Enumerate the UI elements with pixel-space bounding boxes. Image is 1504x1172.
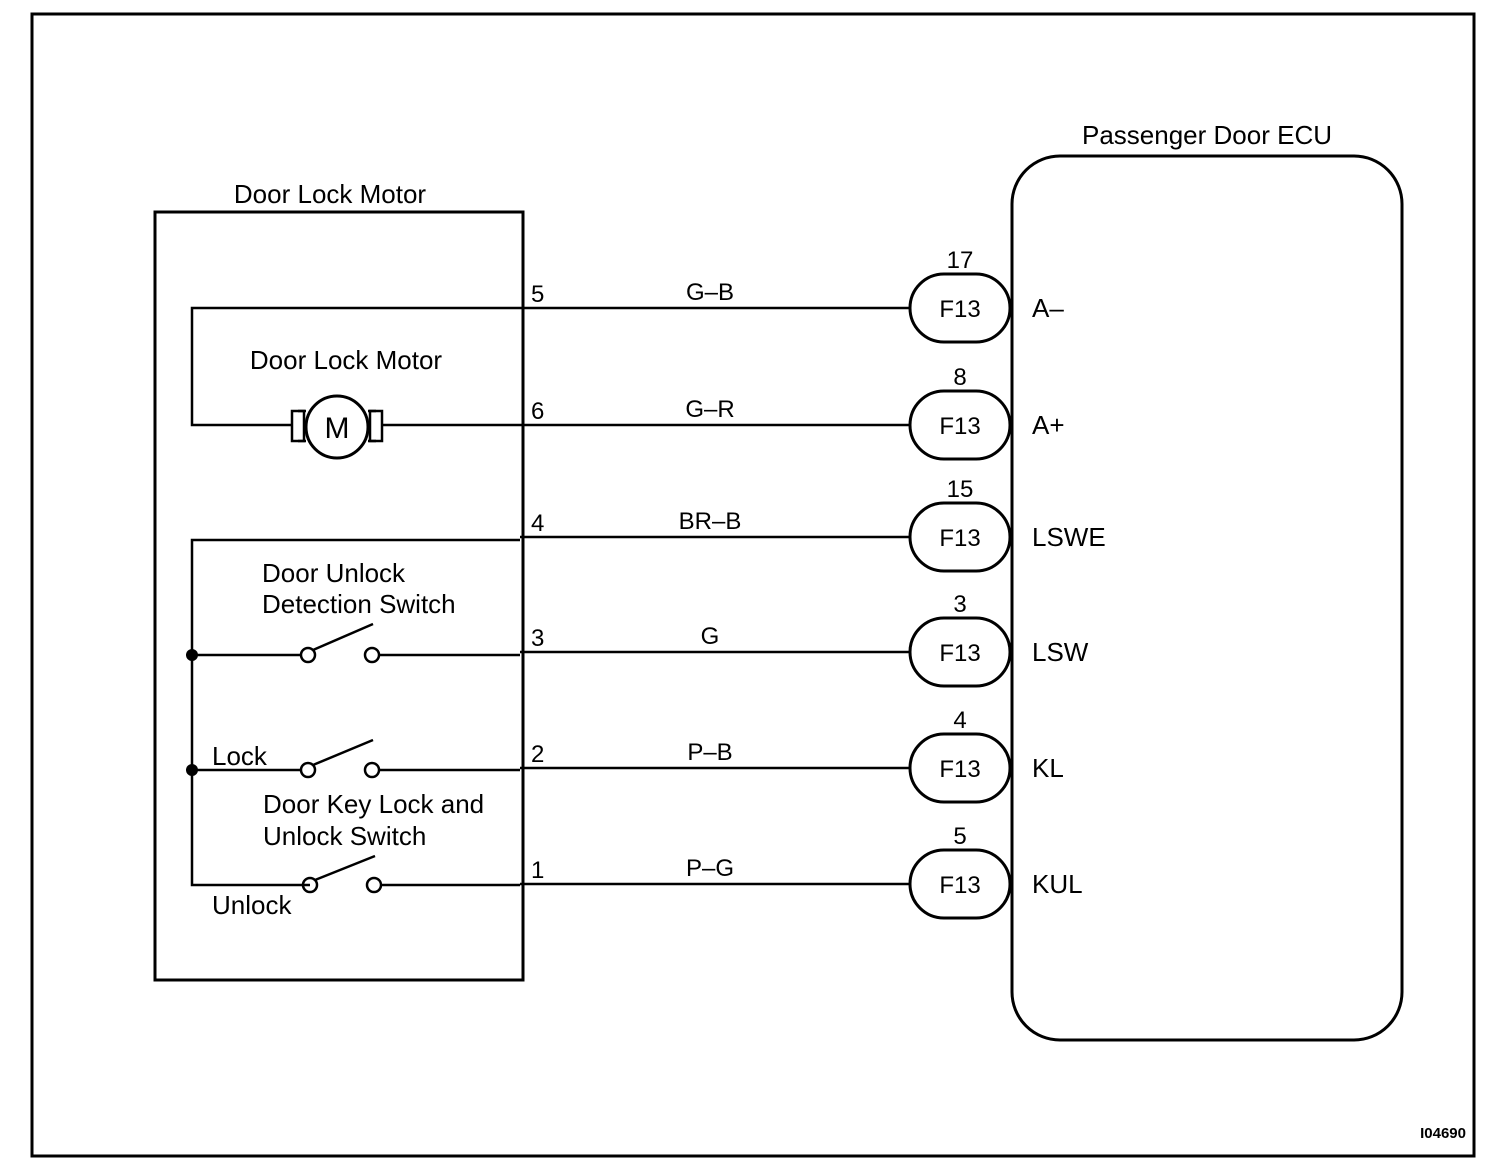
connector-label: F13	[939, 872, 980, 899]
connector-f13	[908, 732, 1012, 804]
ecu-terminal-label: KL	[1032, 753, 1064, 783]
ecu-pin-number: 15	[947, 476, 974, 503]
unlock-detection-switch-label-line2: Detection Switch	[262, 589, 456, 619]
ecu-title: Passenger Door ECU	[1082, 120, 1332, 150]
connector-label: F13	[939, 756, 980, 783]
key-switch-label-line1: Door Key Lock and	[263, 789, 484, 819]
wire-color-code: G–R	[685, 396, 734, 423]
door-lock-motor-box	[153, 210, 525, 982]
ecu-terminal-label: LSW	[1032, 637, 1089, 667]
door-lock-motor-title: Door Lock Motor	[234, 179, 427, 209]
motor-m-letter: M	[325, 412, 350, 445]
passenger-door-ecu: Passenger Door ECU	[1010, 120, 1404, 1042]
key-lock-switch	[192, 738, 520, 779]
door-lock-motor-assembly: Door Lock Motor Door Lock Motor M Door U…	[153, 179, 525, 982]
switch-common-bus	[190, 538, 520, 887]
motor-pin-number: 3	[531, 625, 544, 652]
unlock-detection-switch-label-line1: Door Unlock	[262, 558, 406, 588]
ecu-pin-number: 4	[953, 707, 966, 734]
key-unlock-switch	[301, 854, 520, 894]
ecu-pin-number: 17	[947, 247, 974, 274]
unlock-detection-switch	[192, 622, 520, 664]
motor-pin-number: 5	[531, 281, 544, 308]
motor-label: Door Lock Motor	[250, 345, 443, 375]
ecu-terminal-label: KUL	[1032, 869, 1083, 899]
motor-pin-number: 4	[531, 510, 544, 537]
wire-color-code: P–B	[687, 739, 732, 766]
connector-f13	[908, 848, 1012, 920]
ecu-terminal-label: LSWE	[1032, 522, 1106, 552]
key-switch-label-line2: Unlock Switch	[263, 821, 426, 851]
lock-label: Lock	[212, 741, 268, 771]
connector-f13	[908, 272, 1012, 344]
connector-f13	[908, 616, 1012, 688]
figure-id: I04690	[1420, 1125, 1466, 1142]
wire-color-code: G	[701, 623, 720, 650]
connector-label: F13	[939, 640, 980, 667]
ecu-pin-number: 5	[953, 823, 966, 850]
connector-label: F13	[939, 413, 980, 440]
motor-pin-number: 2	[531, 741, 544, 768]
ecu-terminal-label: A–	[1032, 293, 1064, 323]
connector-label: F13	[939, 296, 980, 323]
motor-loop-wire	[190, 306, 520, 427]
wire-color-code: G–B	[686, 279, 734, 306]
unlock-label: Unlock	[212, 890, 292, 920]
connector-f13	[908, 389, 1012, 461]
motor-pin-number: 6	[531, 398, 544, 425]
ecu-pin-number: 3	[953, 591, 966, 618]
motor-symbol: M	[290, 394, 384, 460]
connector-f13	[908, 501, 1012, 573]
ecu-pin-number: 8	[953, 364, 966, 391]
wire-color-code: BR–B	[679, 508, 742, 535]
ecu-terminal-label: A+	[1032, 410, 1065, 440]
diagram-frame	[30, 12, 1476, 1158]
ecu-box	[1010, 154, 1404, 1042]
wire-color-code: P–G	[686, 855, 734, 882]
motor-pin-number: 1	[531, 857, 544, 884]
connector-label: F13	[939, 525, 980, 552]
